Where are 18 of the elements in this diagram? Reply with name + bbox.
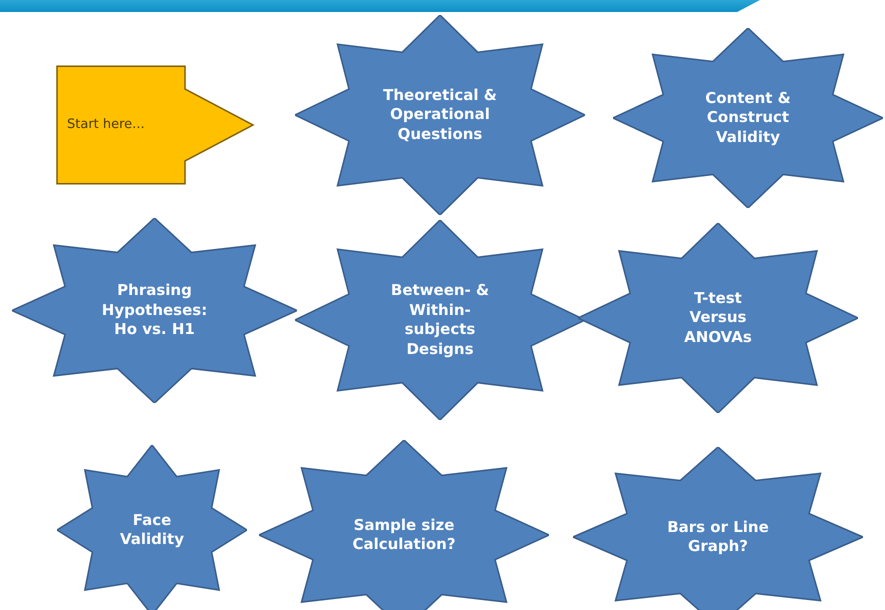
star-shape xyxy=(295,15,585,215)
star-label: Between- & Within-subjects Designs xyxy=(390,281,490,359)
star-label: Face Validity xyxy=(118,510,186,550)
star-shape xyxy=(573,447,863,610)
star-label: Content & Construct Validity xyxy=(704,88,792,148)
star-label: Theoretical & Operational Questions xyxy=(382,86,498,144)
star-shape xyxy=(259,440,549,610)
callout-label: Start here... xyxy=(67,116,145,134)
star-label: Phrasing Hypotheses: Ho vs. H1 xyxy=(100,281,208,340)
star-shape xyxy=(295,220,585,420)
arrow-callout xyxy=(55,65,255,185)
star-shape xyxy=(613,28,883,208)
star-label: Sample size Calculation? xyxy=(351,516,457,554)
star-label: Bars or Line Graph? xyxy=(666,518,770,556)
star-label: T-test Versus ANOVAs xyxy=(683,288,753,348)
star-shape xyxy=(57,445,247,610)
star-shape xyxy=(578,223,858,413)
star-shape xyxy=(12,218,297,403)
